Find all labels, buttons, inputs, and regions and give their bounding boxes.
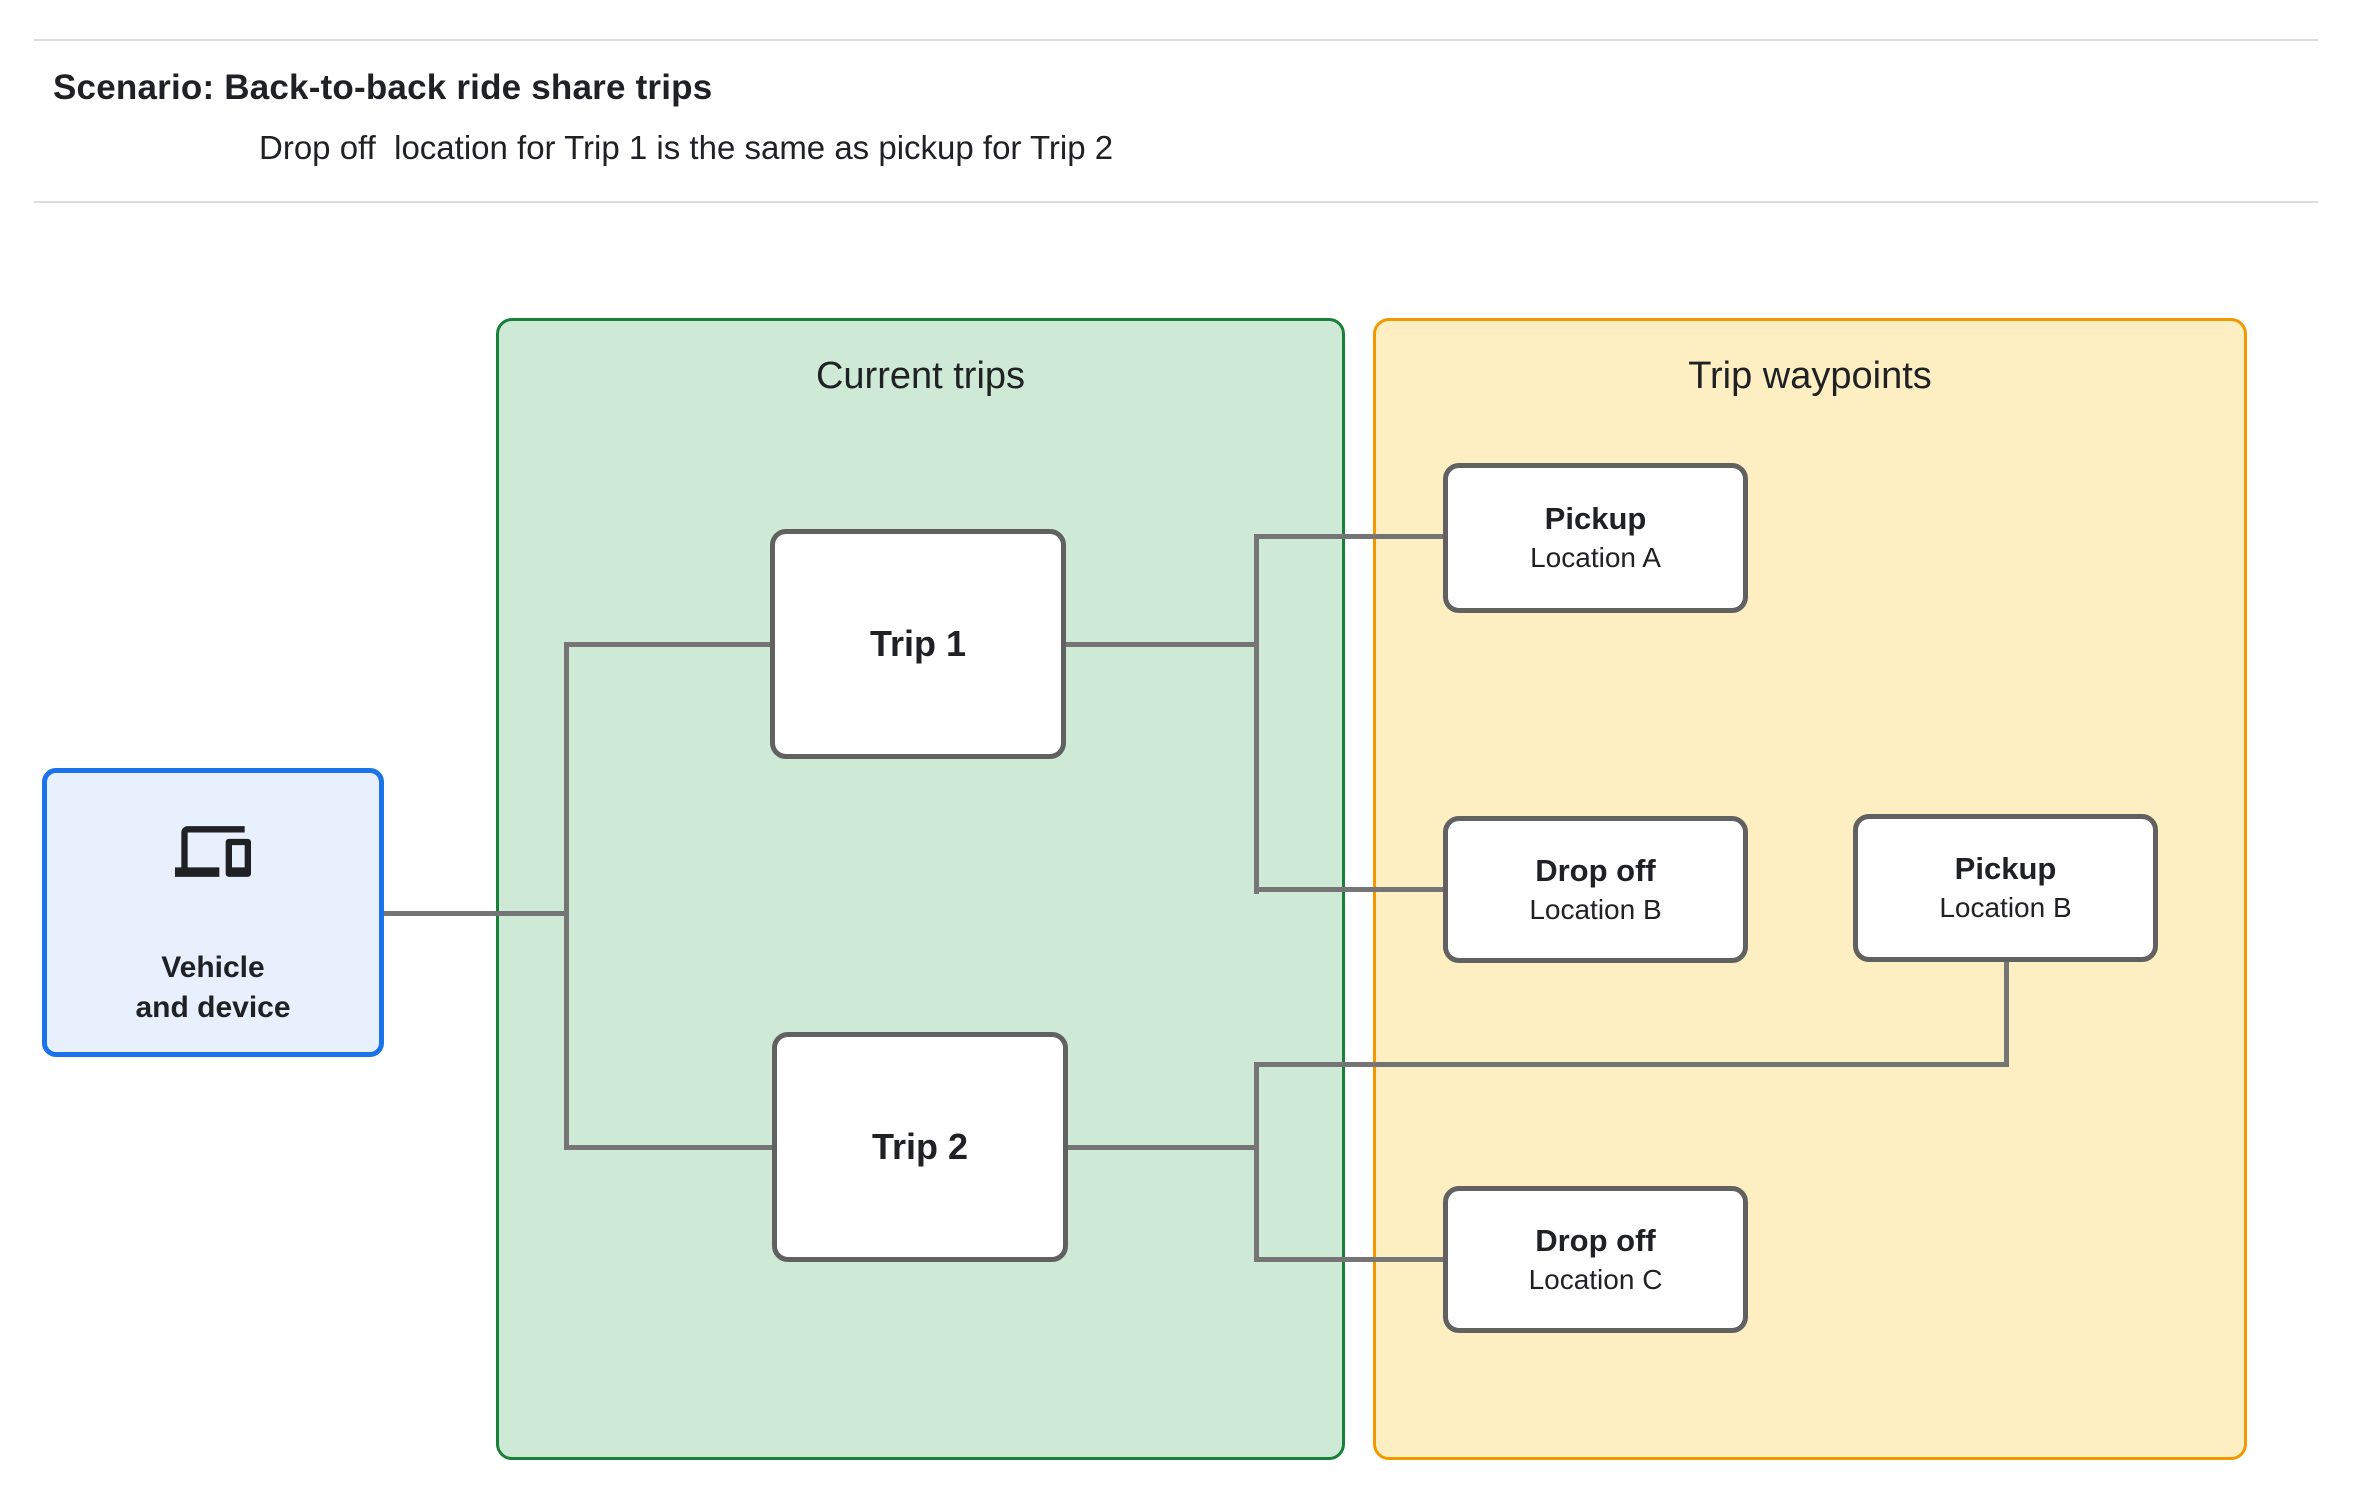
trip-2-node: Trip 2 (772, 1032, 1068, 1262)
connector-trips-trunk (564, 642, 569, 1150)
connector-trip-1-waypoints-trunk (1254, 534, 1259, 894)
connector-vehicle-out (382, 911, 566, 916)
waypoint-subtitle: Location A (1530, 542, 1661, 573)
waypoint-dropoff-location-c: Drop off Location C (1443, 1186, 1748, 1333)
connector-into-trip-1 (564, 642, 774, 647)
divider-bottom (34, 201, 2318, 203)
connector-into-dropoff-b (1254, 887, 1449, 892)
waypoint-subtitle: Location C (1528, 1263, 1663, 1295)
connector-pickup-b-drop (2004, 958, 2009, 1066)
connector-pickup-b-return (1254, 1062, 2009, 1067)
vehicle-node-label: Vehicle and device (135, 948, 290, 1028)
waypoint-subtitle: Location B (1939, 892, 2072, 923)
trip-1-node: Trip 1 (770, 529, 1066, 759)
waypoint-dropoff-location-b: Drop off Location B (1443, 816, 1748, 963)
connector-trip-1-out (1064, 642, 1259, 647)
panel-current-trips-title: Current trips (815, 355, 1026, 397)
scenario-title: Scenario: Back-to-back ride share trips (53, 68, 713, 107)
divider-top (34, 39, 2318, 41)
connector-trip-2-out (1066, 1145, 1259, 1150)
waypoint-pickup-location-b: Pickup Location B (1853, 814, 2158, 962)
scenario-subtitle: Drop off location for Trip 1 is the same… (259, 129, 1114, 166)
waypoint-title: Pickup (1954, 851, 2057, 886)
waypoint-subtitle: Location B (1529, 893, 1662, 925)
waypoint-title: Drop off (1535, 1222, 1656, 1258)
panel-trip-waypoints-title: Trip waypoints (1688, 355, 1932, 397)
vehicle-label-line-1: Vehicle (161, 951, 265, 984)
connector-trip-2-waypoints-trunk (1254, 1062, 1259, 1262)
panel-current-trips: Current trips (496, 318, 1345, 1460)
waypoint-title: Drop off (1535, 852, 1656, 888)
waypoint-title: Pickup (1544, 501, 1647, 536)
devices-icon (175, 826, 251, 877)
trip-1-label: Trip 1 (869, 623, 967, 664)
connector-into-trip-2 (564, 1145, 776, 1150)
waypoint-pickup-location-a: Pickup Location A (1443, 463, 1748, 613)
trip-2-label: Trip 2 (871, 1126, 969, 1167)
vehicle-label-line-2: and device (135, 991, 291, 1024)
connector-into-pickup-a (1254, 534, 1446, 539)
vehicle-node: Vehicle and device (42, 768, 384, 1057)
connector-into-dropoff-c (1254, 1257, 1446, 1262)
